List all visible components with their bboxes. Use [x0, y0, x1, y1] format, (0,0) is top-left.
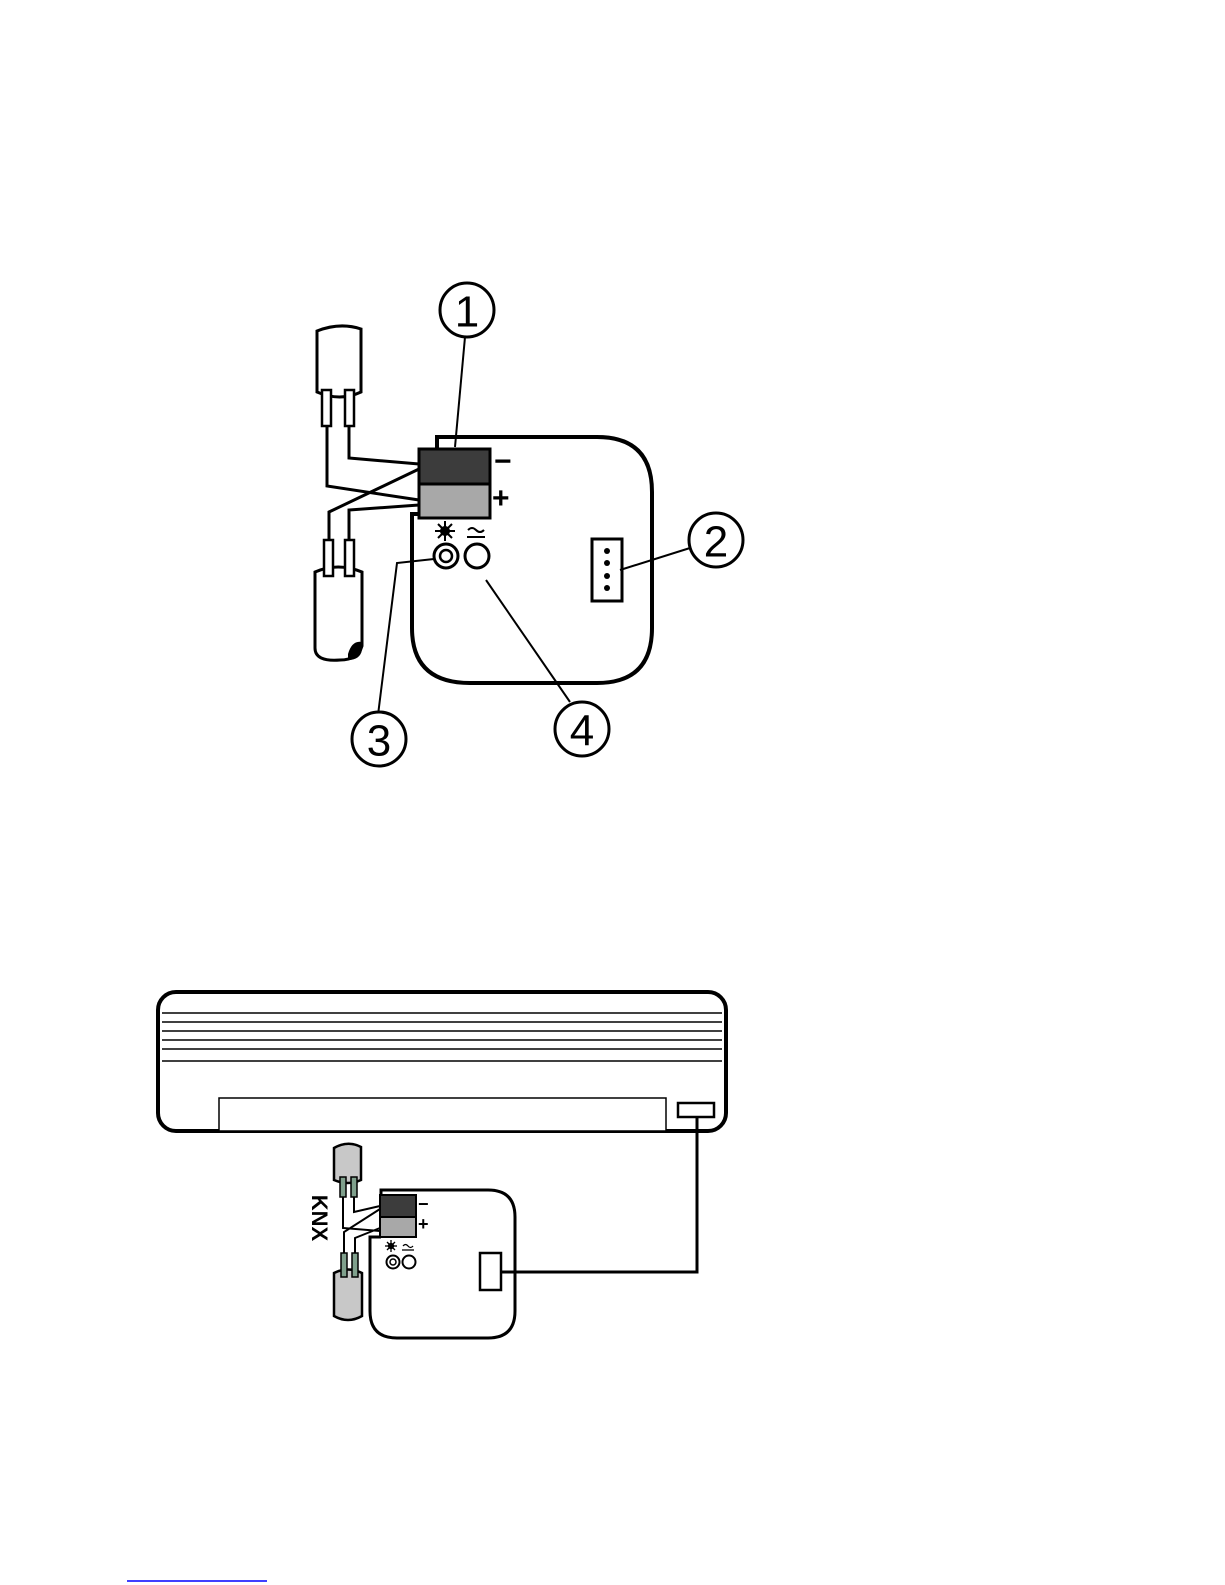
- indoor-unit-louver: [219, 1098, 666, 1131]
- svg-text:2: 2: [704, 518, 728, 567]
- terminal-minus-block-small: [380, 1195, 416, 1217]
- bus-cable-upper: [317, 326, 361, 426]
- figure-1-connection-diagram: − +: [315, 283, 743, 766]
- programming-led-small: [387, 1256, 400, 1269]
- indoor-unit-port: [678, 1103, 714, 1117]
- terminal-plus-label: +: [492, 482, 510, 515]
- programming-button[interactable]: [465, 544, 489, 568]
- callout-3: 3: [352, 712, 406, 766]
- bus-cable-lower: [315, 540, 362, 660]
- knx-core-lower-left: [341, 1253, 347, 1277]
- callout-4: 4: [555, 702, 609, 756]
- wire-4: [349, 505, 419, 540]
- sun-icon: [435, 521, 455, 541]
- programming-button-small[interactable]: [403, 1256, 416, 1269]
- core-lower-right: [345, 540, 354, 576]
- wire-2: [349, 426, 419, 464]
- callout-1: 1: [440, 283, 494, 337]
- terminal-minus-label-small: −: [418, 1194, 429, 1214]
- terminal-minus-label: −: [494, 445, 512, 478]
- terminal-plus-block-small: [380, 1217, 416, 1237]
- bus-terminal-block: − +: [419, 445, 512, 518]
- terminal-plus-block: [419, 484, 490, 518]
- svg-text:4: 4: [570, 707, 594, 756]
- knx-label: KNX: [307, 1195, 332, 1242]
- knx-core-upper-right: [351, 1177, 357, 1197]
- knx-core-upper-left: [340, 1177, 346, 1197]
- leader-1: [455, 337, 465, 447]
- figure-2-installation-diagram: − + KNX: [158, 992, 726, 1338]
- core-lower-left: [324, 540, 333, 576]
- bus-terminal-block-small: − +: [380, 1194, 429, 1237]
- cable-sheath-upper: [317, 326, 361, 397]
- callout-2: 2: [689, 513, 743, 567]
- interface-connector-small: [480, 1253, 501, 1290]
- core-upper-right: [345, 390, 354, 426]
- knx-cable-lower: [334, 1253, 362, 1320]
- terminal-plus-label-small: +: [418, 1214, 429, 1234]
- terminal-minus-block: [419, 449, 490, 484]
- svg-text:3: 3: [367, 717, 391, 766]
- knx-cable-upper: [334, 1144, 361, 1197]
- interface-connector: [592, 539, 622, 601]
- svg-text:1: 1: [455, 288, 479, 337]
- bus-wires: [327, 426, 419, 540]
- indoor-unit: [158, 992, 726, 1131]
- programming-led: [434, 544, 458, 568]
- indoor-unit-cable: [500, 1117, 697, 1272]
- knx-core-lower-right: [352, 1253, 358, 1277]
- core-upper-left: [322, 390, 331, 426]
